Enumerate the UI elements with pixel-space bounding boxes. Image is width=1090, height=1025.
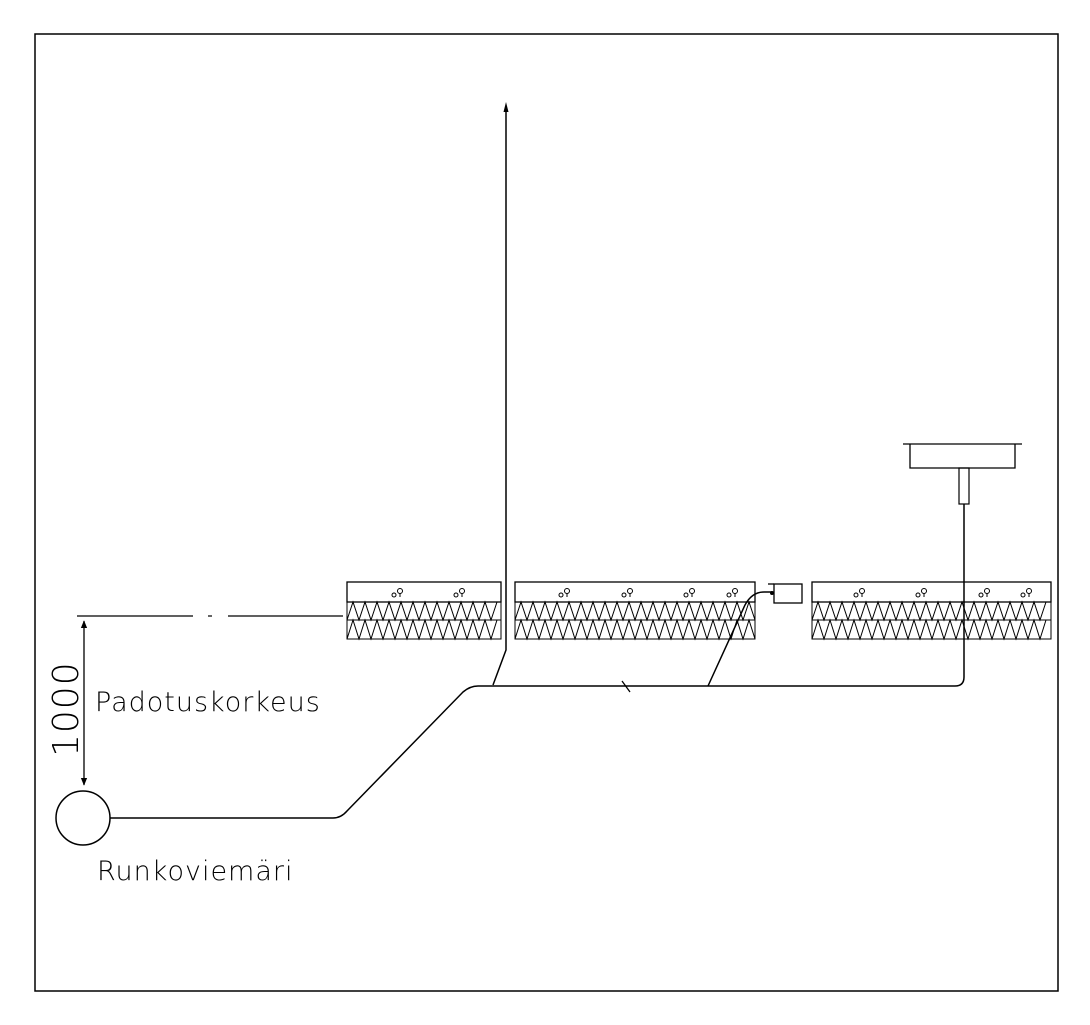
fixture-ring [391, 592, 397, 598]
fixture-ring [558, 592, 564, 598]
hatch-zigzag [811, 600, 1047, 622]
fixture-ring [564, 588, 570, 594]
fixture-ring [859, 588, 865, 594]
fixture-ring [683, 592, 689, 598]
hatch-zigzag [514, 600, 756, 622]
fixture-ring [627, 588, 633, 594]
dimension-value: 1000 [46, 661, 87, 757]
hatch-zigzag [346, 600, 498, 622]
floor-slab-middle [514, 581, 756, 641]
collector-pipe [110, 504, 965, 819]
fixture-ring [853, 592, 859, 598]
floor-slab-left [346, 581, 502, 641]
fixture-ring [1026, 588, 1032, 594]
insulation-hatch [811, 600, 1047, 641]
fixture-ring [397, 588, 403, 594]
fixture-symbol [683, 588, 695, 598]
fixture-ring [689, 588, 695, 594]
fixture-ring [984, 588, 990, 594]
fixture-ring [726, 592, 732, 598]
fixture-symbol [391, 588, 403, 598]
fixture-symbol [726, 588, 738, 598]
fixture-symbol [558, 588, 570, 598]
floor-slab-right [811, 581, 1052, 641]
fixture-ring [732, 588, 738, 594]
fixture-symbol [915, 588, 927, 598]
fixture-symbol [853, 588, 865, 598]
drawing-frame [34, 33, 1059, 992]
vent-stack [492, 112, 507, 686]
fixture-ring [1020, 592, 1026, 598]
fixture-symbol [1020, 588, 1032, 598]
wash-basin [903, 443, 1022, 505]
drain-piping [110, 102, 965, 819]
insulation-hatch [514, 600, 756, 641]
insulation-hatch [346, 600, 498, 641]
floor-drain-box [768, 583, 803, 604]
hatch-zigzag [811, 618, 1047, 641]
vent-stack-top [503, 102, 509, 112]
main-sewer-symbol [55, 790, 111, 846]
fixture-ring [621, 592, 627, 598]
fixture-ring [915, 592, 921, 598]
hatch-zigzag [514, 618, 756, 641]
backflow-height-label: Padotuskorkeus [95, 687, 321, 718]
fixture-ring [978, 592, 984, 598]
fixture-ring [453, 592, 459, 598]
fixture-ring [459, 588, 465, 594]
fixture-ring [921, 588, 927, 594]
main-sewer-label: Runkoviemäri [97, 856, 294, 887]
branch-pipe [707, 591, 772, 687]
fixture-symbol [978, 588, 990, 598]
hatch-zigzag [346, 618, 498, 641]
fixture-symbol [621, 588, 633, 598]
fixture-symbol [453, 588, 465, 598]
